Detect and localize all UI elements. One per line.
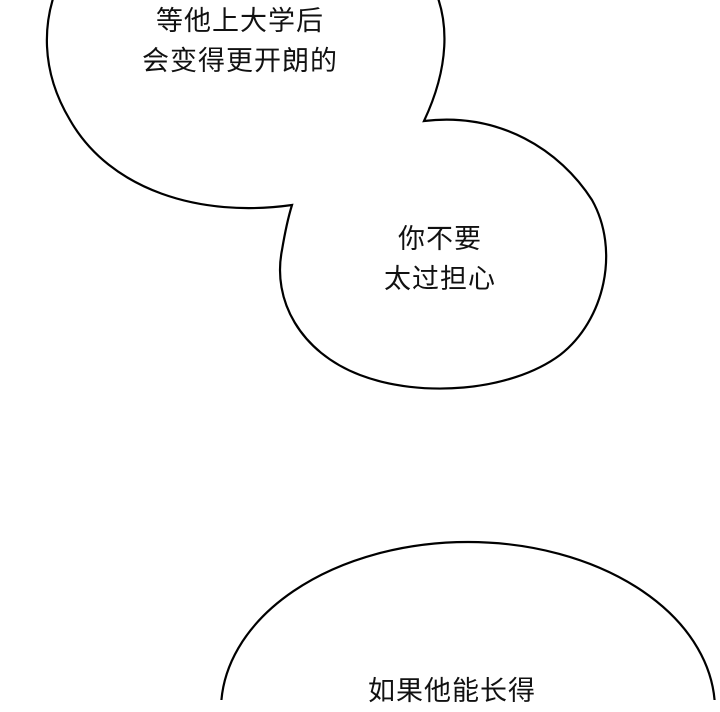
bubble-2-line-2: 太过担心 <box>384 264 496 295</box>
bubble-2-text: 你不要 太过担心 <box>370 220 510 300</box>
bubble-1-line-2: 会变得更开朗的 <box>142 46 338 77</box>
bubble-1-line-1: 等他上大学后 <box>156 6 324 37</box>
speech-bubble-bottom <box>220 540 716 700</box>
bubble-3-line-1: 如果他能长得 <box>368 676 536 707</box>
bubble-1-text: 等他上大学后 会变得更开朗的 <box>128 2 352 82</box>
bubble-3-text: 如果他能长得 <box>352 672 552 712</box>
speech-bubble-connected <box>45 0 608 390</box>
bubble-2-line-1: 你不要 <box>398 224 482 255</box>
